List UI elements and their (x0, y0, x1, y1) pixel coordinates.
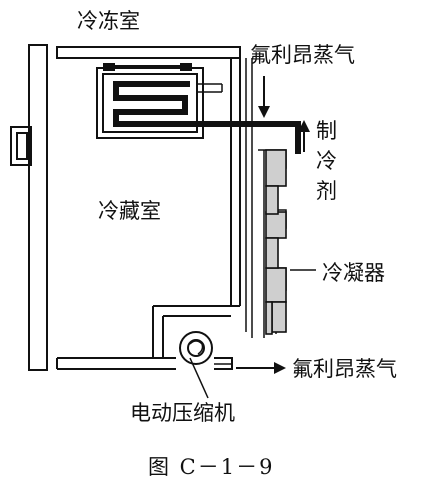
label-vapor-bottom: 氟利昂蒸气 (292, 357, 397, 381)
figure-caption: 图 C－1－9 (148, 455, 274, 479)
label-refrigerant-2: 冷 (316, 149, 337, 173)
cabinet-top-wall (56, 46, 241, 59)
door-handle (10, 126, 32, 166)
compressor (179, 331, 213, 365)
label-fridge: 冷藏室 (98, 199, 161, 223)
label-vapor-top: 氟利昂蒸气 (250, 43, 355, 67)
refrigerant-pipe-top (186, 121, 301, 154)
freezer-compartment (96, 63, 204, 139)
condenser-coil (258, 149, 287, 338)
label-condenser: 冷凝器 (322, 261, 385, 285)
label-freezer: 冷冻室 (77, 9, 140, 33)
evaporator-coil (113, 81, 190, 127)
cabinet-bottom-wall (56, 357, 176, 370)
door-panel (28, 44, 48, 371)
label-compressor: 电动压缩机 (130, 401, 235, 425)
cabinet-right-wall (230, 47, 241, 306)
leader-compressor (189, 357, 209, 399)
label-refrigerant-3: 剂 (316, 179, 337, 203)
suction-pipe (245, 58, 253, 338)
label-refrigerant-1: 制 (316, 119, 337, 143)
